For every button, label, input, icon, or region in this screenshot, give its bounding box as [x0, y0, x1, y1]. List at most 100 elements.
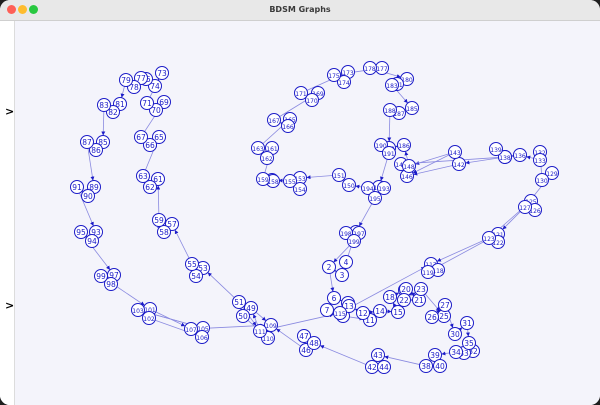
graph-node-circle[interactable]	[421, 265, 435, 279]
graph-node[interactable]: 193	[377, 181, 391, 195]
graph-node[interactable]: 91	[70, 180, 84, 194]
minimize-window-button[interactable]	[18, 5, 27, 14]
graph-node-circle[interactable]	[305, 93, 319, 107]
graph-node-circle[interactable]	[513, 148, 527, 162]
graph-node[interactable]: 38	[419, 359, 433, 373]
graph-view[interactable]: 2346789111213141518192021222325262730313…	[0, 21, 600, 405]
graph-node[interactable]: 22	[397, 293, 411, 307]
graph-node-circle[interactable]	[419, 359, 433, 373]
graph-node-circle[interactable]	[256, 172, 270, 186]
graph-node-circle[interactable]	[371, 348, 385, 362]
graph-node[interactable]: 194	[361, 181, 375, 195]
graph-node-circle[interactable]	[342, 178, 356, 192]
graph-node[interactable]: 18	[383, 290, 397, 304]
graph-node-circle[interactable]	[405, 101, 419, 115]
graph-node[interactable]: 163	[251, 141, 265, 155]
graph-node[interactable]: 170	[305, 93, 319, 107]
graph-node-circle[interactable]	[535, 173, 549, 187]
graph-node[interactable]: 35	[462, 336, 476, 350]
graph-node[interactable]: 73	[155, 66, 169, 80]
graph-node-circle[interactable]	[498, 150, 512, 164]
graph-node-circle[interactable]	[449, 345, 463, 359]
graph-node[interactable]: 138	[498, 150, 512, 164]
graph-node-circle[interactable]	[134, 130, 148, 144]
graph-node-circle[interactable]	[81, 189, 95, 203]
graph-node-circle[interactable]	[361, 181, 375, 195]
graph-node-circle[interactable]	[402, 159, 416, 173]
graph-node-circle[interactable]	[89, 143, 103, 157]
graph-node-circle[interactable]	[152, 213, 166, 227]
graph-node-circle[interactable]	[294, 86, 308, 100]
graph-node-circle[interactable]	[251, 141, 265, 155]
expand-toggle-icon[interactable]: >	[5, 299, 15, 312]
graph-node[interactable]: 177	[375, 61, 389, 75]
graph-node[interactable]: 175	[327, 68, 341, 82]
graph-node[interactable]: 47	[297, 329, 311, 343]
graph-node[interactable]: 183	[385, 78, 399, 92]
graph-node-circle[interactable]	[489, 142, 503, 156]
graph-node[interactable]: 186	[397, 138, 411, 152]
graph-node[interactable]: 83	[97, 98, 111, 112]
graph-node-circle[interactable]	[267, 113, 281, 127]
graph-node-circle[interactable]	[152, 130, 166, 144]
graph-node-circle[interactable]	[142, 311, 156, 325]
graph-node-circle[interactable]	[438, 298, 452, 312]
graph-node[interactable]: 188	[383, 103, 397, 117]
graph-node[interactable]: 139	[489, 142, 503, 156]
graph-node-circle[interactable]	[425, 310, 439, 324]
graph-node-circle[interactable]	[143, 180, 157, 194]
graph-node[interactable]: 123	[482, 231, 496, 245]
graph-node[interactable]: 99	[94, 269, 108, 283]
graph-node[interactable]: 4	[339, 255, 353, 269]
graph-node[interactable]: 27	[438, 298, 452, 312]
graph-node[interactable]: 58	[157, 225, 171, 239]
graph-node[interactable]: 133	[533, 153, 547, 167]
graph-node-circle[interactable]	[104, 277, 118, 291]
graph-node-circle[interactable]	[155, 66, 169, 80]
graph-node[interactable]: 7	[320, 303, 334, 317]
graph-node-circle[interactable]	[70, 180, 84, 194]
graph-node-circle[interactable]	[545, 166, 559, 180]
graph-node[interactable]: 103	[131, 303, 145, 317]
graph-node-circle[interactable]	[232, 295, 246, 309]
graph-node[interactable]: 178	[363, 61, 377, 75]
graph-node[interactable]: 3	[335, 268, 349, 282]
graph-node-circle[interactable]	[368, 191, 382, 205]
close-window-button[interactable]	[7, 5, 16, 14]
graph-node-circle[interactable]	[293, 182, 307, 196]
graph-node-circle[interactable]	[448, 145, 462, 159]
graph-node[interactable]: 159	[256, 172, 270, 186]
graph-node[interactable]: 40	[433, 359, 447, 373]
graph-node[interactable]: 162	[260, 151, 274, 165]
graph-node[interactable]: 95	[74, 225, 88, 239]
graph-node-circle[interactable]	[462, 336, 476, 350]
graph-node[interactable]: 2	[322, 260, 336, 274]
graph-node[interactable]: 86	[89, 143, 103, 157]
graph-node[interactable]: 67	[134, 130, 148, 144]
graph-node-circle[interactable]	[143, 138, 157, 152]
graph-node-circle[interactable]	[377, 181, 391, 195]
graph-node[interactable]: 98	[104, 277, 118, 291]
graph-node[interactable]: 63	[136, 169, 150, 183]
graph-node-circle[interactable]	[283, 174, 297, 188]
graph-node[interactable]: 23	[414, 282, 428, 296]
graph-node-circle[interactable]	[253, 324, 267, 338]
graph-node[interactable]: 14	[373, 304, 387, 318]
graph-node-circle[interactable]	[297, 329, 311, 343]
graph-node-circle[interactable]	[140, 96, 154, 110]
graph-node-circle[interactable]	[157, 225, 171, 239]
graph-node-circle[interactable]	[322, 260, 336, 274]
graph-node[interactable]: 50	[236, 309, 250, 323]
graph-node-circle[interactable]	[391, 305, 405, 319]
graph-node[interactable]: 55	[185, 257, 199, 271]
graph-node-circle[interactable]	[533, 153, 547, 167]
graph-node[interactable]: 166	[281, 119, 295, 133]
graph-node-circle[interactable]	[185, 257, 199, 271]
graph-node[interactable]: 62	[143, 180, 157, 194]
graph-node-circle[interactable]	[236, 309, 250, 323]
graph-node[interactable]: 54	[189, 269, 203, 283]
graph-node[interactable]: 48	[307, 336, 321, 350]
graph-node-circle[interactable]	[94, 269, 108, 283]
graph-node-circle[interactable]	[518, 200, 532, 214]
graph-node[interactable]: 15	[391, 305, 405, 319]
